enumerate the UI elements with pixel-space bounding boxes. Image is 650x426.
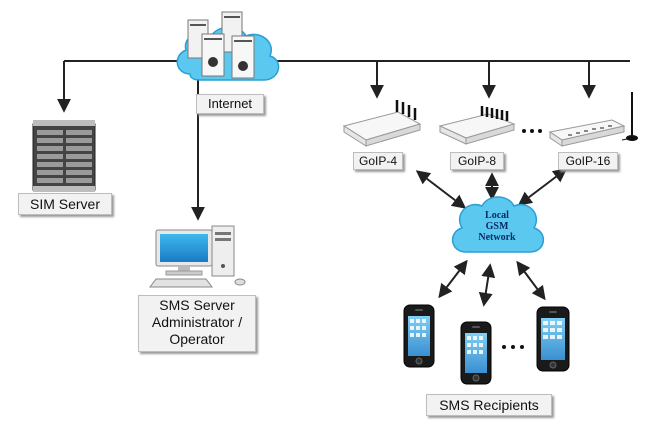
connection-lines [57, 60, 630, 307]
sms-server-label-line-1: SMS Server [159, 297, 235, 313]
ellipsis-dots [522, 129, 542, 133]
smartphone-icon [403, 304, 435, 368]
link-network-phone-1 [438, 259, 468, 299]
smartphone-icon [536, 306, 570, 372]
link-goip16-network [517, 168, 568, 206]
ellipsis-dots [502, 345, 524, 349]
sms-server-label-line-2: Administrator / [151, 314, 243, 330]
internet-cloud-icon [176, 11, 280, 81]
cloud-icon [452, 196, 544, 253]
local-network-label-line-3: Network [478, 232, 516, 243]
gsm-gateway-icon [438, 106, 516, 145]
sms-server-label: SMS Server Administrator / Operator [138, 295, 256, 352]
gsm-gateway-icon [342, 100, 422, 147]
local-network-label-line-2: GSM [485, 221, 509, 232]
desktop-computer-icon [149, 225, 246, 288]
link-goip4-network [415, 170, 467, 209]
link-network-phone-3 [516, 260, 546, 301]
smartphone-icon [460, 321, 492, 385]
goip-4-label: GoIP-4 [353, 152, 403, 170]
sms-recipients-label: SMS Recipients [426, 394, 552, 416]
internet-label: Internet [196, 94, 264, 114]
gsm-gateway-icon [548, 92, 638, 147]
goip-8-label: GoIP-8 [450, 152, 504, 170]
server-rack-icon [32, 120, 96, 192]
link-network-phone-2 [478, 263, 496, 307]
sim-server-label: SIM Server [18, 193, 112, 215]
sms-server-label-line-3: Operator [169, 331, 225, 347]
local-network-label: Local GSM Network [461, 210, 533, 243]
local-network-label-line-1: Local [485, 210, 509, 221]
goip-16-label: GoIP-16 [558, 152, 618, 170]
